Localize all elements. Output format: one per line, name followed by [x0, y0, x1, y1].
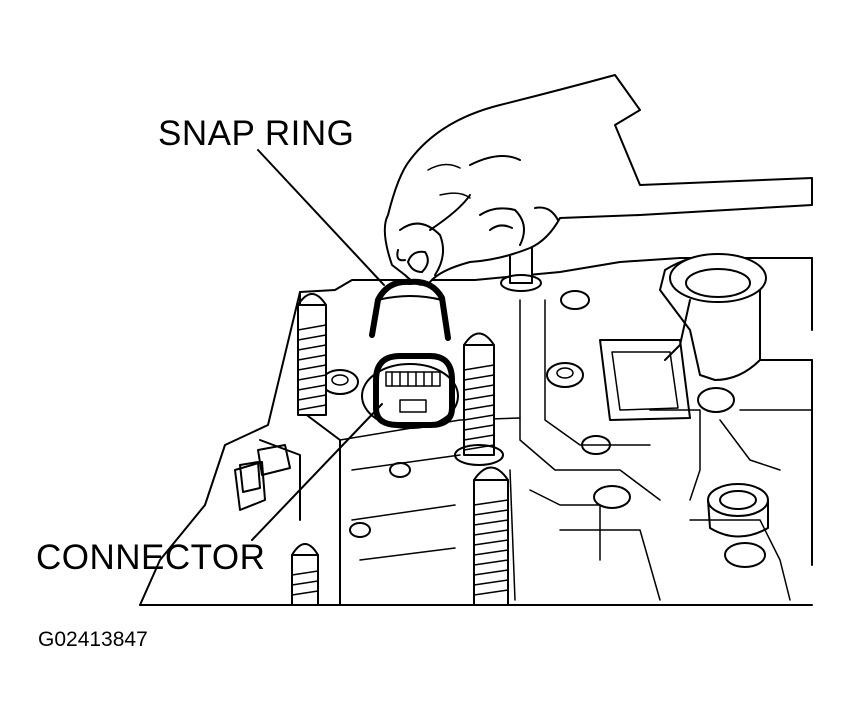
connector-label: CONNECTOR	[36, 538, 266, 577]
lower-right-port	[707, 483, 769, 538]
stud-bottom-left	[291, 543, 319, 606]
large-port	[659, 253, 767, 381]
connector	[361, 353, 459, 429]
figure-id: G02413847	[38, 628, 148, 651]
hand	[383, 74, 813, 286]
snap-ring-label: SNAP RING	[158, 114, 355, 153]
connector-leader-line	[251, 403, 383, 541]
stud-center	[454, 332, 504, 466]
snap-ring	[369, 278, 451, 341]
snap-ring-leader-line	[257, 149, 385, 286]
stud-left	[297, 293, 327, 416]
stud-front	[473, 466, 509, 606]
